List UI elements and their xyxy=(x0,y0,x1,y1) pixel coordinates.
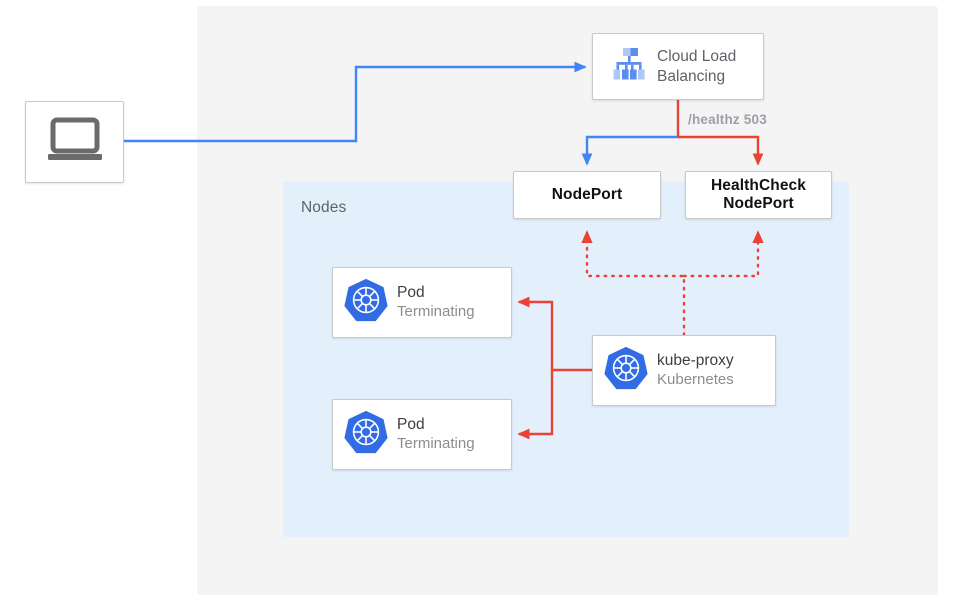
nodes-group-label: Nodes xyxy=(301,199,347,216)
kube-proxy-card[interactable]: kube-proxy Kubernetes xyxy=(592,335,776,406)
pod-title-2: Pod xyxy=(397,416,425,434)
healthcheck-nodeport-text: HealthCheck NodePort xyxy=(711,177,806,214)
load-balancer-icon xyxy=(603,44,649,89)
cloud-load-balancing-text: Cloud Load Balancing xyxy=(657,47,736,86)
kube-proxy-text: kube-proxy Kubernetes xyxy=(657,351,734,389)
pod-status-2: Terminating xyxy=(397,434,475,452)
nodeport-card[interactable]: NodePort xyxy=(513,171,661,219)
pod-title-1: Pod xyxy=(397,284,425,302)
cloud-load-balancing-card[interactable]: Cloud Load Balancing xyxy=(592,33,764,100)
client-card[interactable] xyxy=(25,101,124,183)
kubernetes-icon xyxy=(343,277,389,328)
healthcheck-nodeport-line2: NodePort xyxy=(723,195,794,212)
cloud-load-balancing-line1: Cloud Load xyxy=(657,47,737,65)
nodeport-label: NodePort xyxy=(551,185,623,203)
laptop-icon xyxy=(46,117,104,168)
kube-proxy-subtitle: Kubernetes xyxy=(657,370,734,388)
healthcheck-nodeport-card[interactable]: HealthCheck NodePort xyxy=(685,171,832,219)
pod-card-1[interactable]: Pod Terminating xyxy=(332,267,512,338)
pod-text-1: Pod Terminating xyxy=(397,283,475,321)
pod-text-2: Pod Terminating xyxy=(397,415,475,453)
pod-status-1: Terminating xyxy=(397,302,475,320)
kubernetes-icon xyxy=(343,409,389,460)
pod-card-2[interactable]: Pod Terminating xyxy=(332,399,512,470)
healthcheck-nodeport-line1: HealthCheck xyxy=(711,176,806,194)
kubernetes-icon xyxy=(603,345,649,396)
kube-proxy-title: kube-proxy xyxy=(657,352,734,370)
healthz-edge-label: /healthz 503 xyxy=(688,112,767,127)
cloud-load-balancing-line2: Balancing xyxy=(657,67,726,85)
